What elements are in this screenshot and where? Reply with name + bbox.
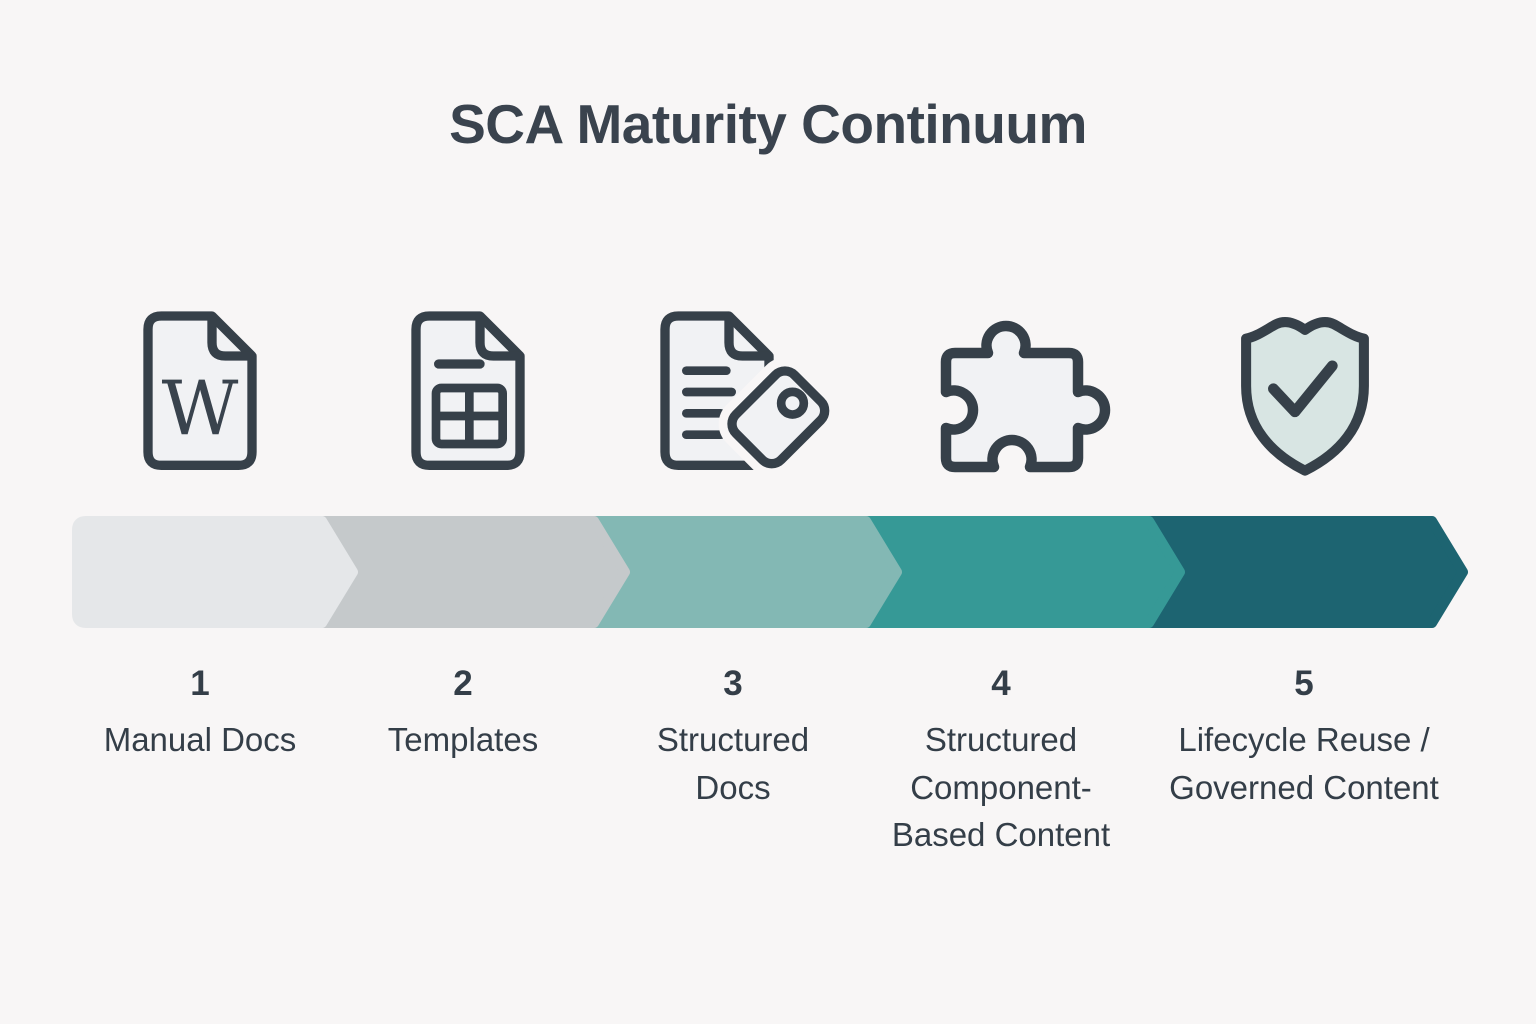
word-letter: W	[162, 366, 239, 453]
stage-4-label-block: 4 Structured Component-Based Content	[885, 664, 1117, 859]
stage-4-icon-wrap	[925, 308, 1111, 481]
stage-3-label-block: 3 Structured Docs	[633, 664, 833, 811]
stage-5-number: 5	[1294, 664, 1314, 703]
tagged-document-icon	[660, 311, 838, 477]
maturity-arrow-band	[72, 516, 1468, 628]
stage-5-icon-wrap	[1226, 308, 1384, 489]
stage-2-label-block: 2 Templates	[313, 664, 613, 764]
stage-5-label-block: 5 Lifecycle Reuse / Governed Content	[1138, 664, 1470, 811]
stage-1-number: 1	[190, 664, 210, 703]
stage-4-label: Structured Component-Based Content	[891, 721, 1111, 854]
stage-5-label: Lifecycle Reuse / Governed Content	[1169, 721, 1439, 806]
stage-2-number: 2	[453, 664, 473, 703]
tag-icon	[718, 357, 838, 477]
check-icon	[1268, 360, 1338, 418]
template-document-icon	[411, 311, 525, 470]
stage-3-icon-wrap	[650, 308, 838, 481]
stage-3-label: Structured Docs	[656, 721, 810, 806]
shield-check-icon	[1241, 317, 1369, 476]
stage-3-number: 3	[723, 664, 743, 703]
stage-2-label: Templates	[387, 721, 539, 758]
stage-1-label: Manual Docs	[103, 721, 297, 758]
word-document-icon: W	[143, 311, 257, 470]
stage-2-icon-wrap	[393, 308, 543, 481]
stage-4-number: 4	[991, 664, 1011, 703]
page-title: SCA Maturity Continuum	[449, 93, 1087, 155]
band-segment-1	[72, 516, 358, 628]
stage-1-label-block: 1 Manual Docs	[50, 664, 350, 764]
puzzle-piece-icon	[940, 320, 1111, 473]
stage-1-icon-wrap: W	[125, 308, 275, 481]
